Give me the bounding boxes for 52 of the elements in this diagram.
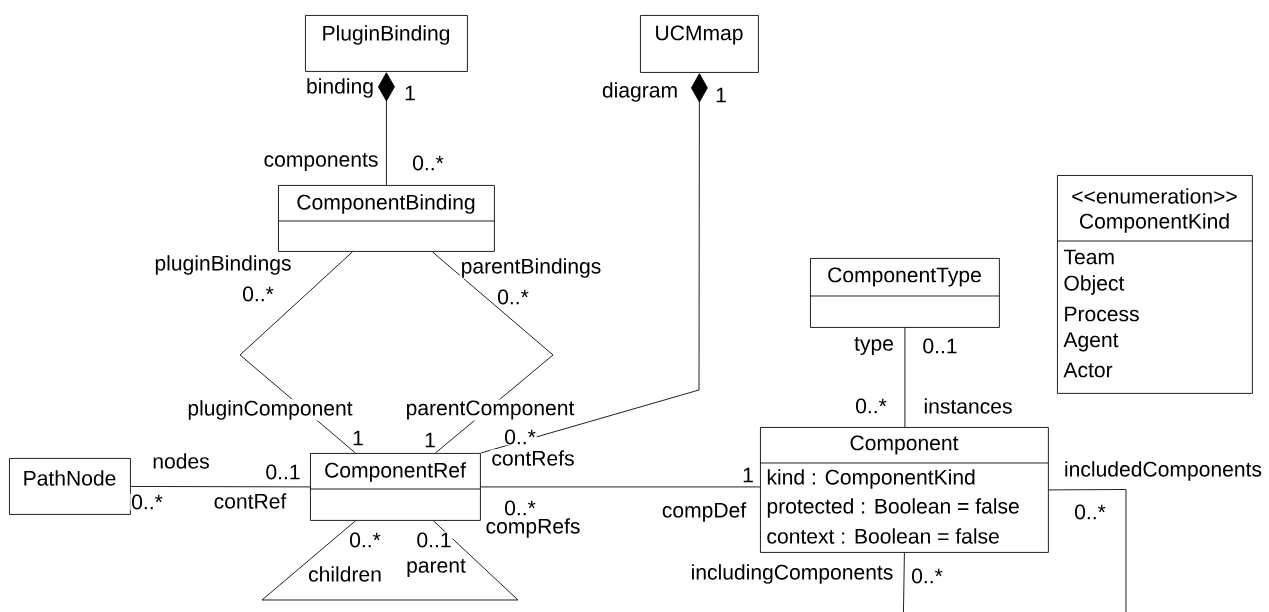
class-box: ComponentType — [809, 258, 1000, 328]
end-label: parent — [405, 558, 467, 578]
end-label: 0..* — [241, 285, 275, 303]
end-label: 0..* — [910, 567, 944, 585]
end-label: 1 — [403, 84, 417, 102]
association-line — [239, 251, 356, 454]
end-label: compDef — [660, 501, 748, 523]
association-line — [480, 486, 761, 488]
end-label: 1 — [741, 466, 755, 484]
end-label: children — [307, 565, 383, 583]
class-box: UCMmap — [640, 15, 759, 73]
end-label: 0..* — [503, 428, 537, 446]
end-label: 0..* — [854, 397, 888, 415]
association-line — [130, 486, 311, 488]
end-label: contRef — [212, 492, 288, 510]
class-box: PathNode — [9, 458, 131, 515]
end-label: compRefs — [484, 517, 582, 539]
end-label: 1 — [714, 86, 728, 104]
end-label: 1 — [351, 429, 365, 447]
association-line — [902, 489, 1127, 612]
end-label: contRefs — [490, 449, 576, 467]
end-label: instances — [922, 397, 1014, 415]
end-label: parentBindings — [459, 257, 603, 279]
end-label: 0..1 — [415, 531, 453, 549]
composition-line — [378, 72, 395, 186]
end-label: 0..* — [503, 499, 537, 517]
end-label: components — [262, 152, 380, 172]
end-label: 0..* — [348, 531, 382, 549]
association-line — [904, 327, 906, 428]
association-line — [431, 251, 554, 454]
end-label: 0..1 — [921, 337, 959, 355]
end-label: pluginComponent — [186, 399, 354, 421]
end-label: binding — [305, 77, 375, 99]
end-label: type — [853, 336, 895, 356]
end-label: nodes — [151, 452, 211, 470]
class-box: PluginBinding — [305, 15, 468, 72]
association-line — [261, 520, 519, 601]
composition-line — [480, 73, 708, 454]
enumeration-box: <<enumeration>> ComponentKind Team Object Process Agent Actor — [1056, 175, 1253, 394]
class-box: ComponentRef — [309, 453, 481, 521]
end-label: parentComponent — [404, 399, 576, 421]
end-label: 0..1 — [264, 463, 302, 481]
class-box: Component kind : ComponentKind protected : Boolean = false context : Boolean = false — [759, 427, 1049, 553]
end-label: includingComponents — [689, 563, 895, 585]
end-label: 1 — [423, 431, 437, 449]
end-label: 0..* — [1073, 503, 1107, 521]
end-label: includedComponents — [1063, 460, 1263, 482]
class-box: ComponentBinding — [277, 185, 495, 252]
end-label: diagram — [601, 81, 679, 103]
end-label: 0..* — [130, 493, 164, 511]
end-label: 0..* — [496, 288, 530, 306]
end-label: pluginBindings — [153, 254, 293, 276]
